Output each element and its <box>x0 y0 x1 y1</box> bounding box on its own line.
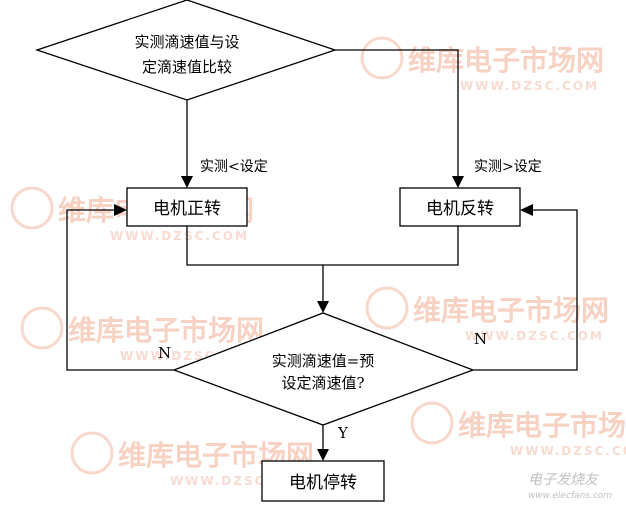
edge-check-no-left <box>66 209 174 371</box>
edge-label-greater: 实测>设定 <box>474 159 542 175</box>
compare-label-line2: 定滴速值比较 <box>142 58 232 76</box>
edge-label-yes: Y <box>337 424 349 442</box>
corner-watermark-text: 电子发烧友 <box>528 472 600 488</box>
decision-check <box>172 312 475 426</box>
stop-label: 电机停转 <box>289 473 357 493</box>
process-stop <box>261 460 385 502</box>
watermark-logo-icon <box>20 306 64 350</box>
decision-compare <box>34 0 338 101</box>
arrowhead-no-right <box>520 204 533 216</box>
process-forward <box>126 187 248 227</box>
watermark-brand: 维库电子市场网 <box>413 294 609 327</box>
check-label-line2: 设定滴速值? <box>281 374 364 392</box>
edge-label-no-right: N <box>474 330 487 348</box>
arrowhead-no-left <box>114 204 127 216</box>
edge-check-no-right <box>473 209 578 371</box>
watermark-brand: 维库电子市场网 <box>68 314 264 347</box>
watermark-logo-icon <box>410 401 454 445</box>
edge-compare-to-reverse <box>335 49 459 178</box>
watermark-url: WWW.DZSC.COM <box>460 79 599 93</box>
watermark-logo-icon <box>10 186 54 230</box>
process-reverse <box>399 187 521 227</box>
watermark-brand: 维库电子市场网 <box>458 409 626 442</box>
arrowhead-check <box>317 301 329 313</box>
watermark-url: WWW.DZSC.COM <box>510 444 626 458</box>
reverse-label: 电机反转 <box>426 199 494 219</box>
forward-label: 电机正转 <box>153 199 221 219</box>
watermark-top-right: 维库电子市场网 WWW.DZSC.COM <box>360 36 604 93</box>
connectors <box>66 49 578 461</box>
check-label-line1: 实测滴速值=预 <box>272 352 375 370</box>
watermark-logo-icon <box>70 431 114 475</box>
compare-label-line1: 实测滴速值与设 <box>134 33 239 51</box>
corner-watermark-url: www.elecfans.com <box>528 491 612 501</box>
watermark-right-2: 维库电子市场网 WWW.DZSC.COM <box>410 401 626 458</box>
edge-label-no-left: N <box>158 344 171 362</box>
watermark-right-1: 维库电子市场网 WWW.DZSC.COM <box>365 286 609 343</box>
watermark-url: WWW.DZSC.COM <box>110 229 249 243</box>
arrowhead-stop <box>317 449 329 461</box>
arrowhead-forward <box>181 176 193 188</box>
watermark-logo-icon <box>360 36 404 80</box>
watermark-url: WWW.DZSC.COM <box>465 329 604 343</box>
edge-label-less: 实测<设定 <box>200 159 268 175</box>
watermark-logo-icon <box>365 286 409 330</box>
arrowhead-reverse <box>452 176 464 188</box>
watermark-brand: 维库电子市场网 <box>408 44 604 77</box>
